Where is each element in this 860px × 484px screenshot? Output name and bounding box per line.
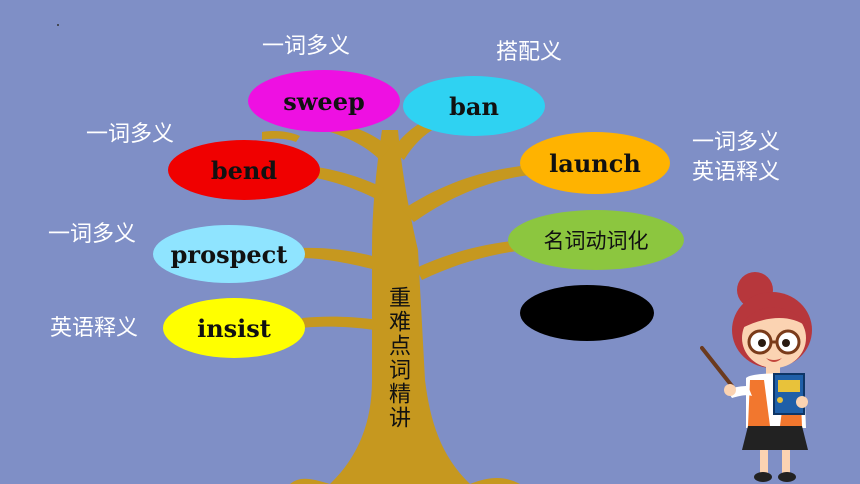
word-oval-prospect[interactable]: prospect bbox=[153, 225, 305, 283]
word-oval-launch[interactable]: launch bbox=[520, 132, 670, 194]
word-label-ban: ban bbox=[449, 91, 499, 121]
word-label-nominalization: 名词动词化 bbox=[543, 229, 649, 253]
word-label-sweep: sweep bbox=[283, 86, 365, 116]
word-label-insist: insist bbox=[197, 313, 271, 343]
word-oval-insist[interactable]: insist bbox=[163, 298, 305, 358]
tag-bend: 一词多义 bbox=[86, 122, 175, 147]
tag-ban: 搭配义 bbox=[496, 40, 563, 65]
word-label-prospect: prospect bbox=[170, 239, 288, 269]
tag-prospect: 一词多义 bbox=[48, 222, 137, 247]
tag-launch: 一词多义 英语释义 bbox=[692, 130, 781, 185]
stray-dot bbox=[57, 24, 59, 26]
word-oval-bend[interactable]: bend bbox=[168, 140, 320, 200]
teacher-cartoon-icon bbox=[700, 272, 812, 482]
word-oval-hidden[interactable] bbox=[520, 285, 654, 341]
word-oval-ban[interactable]: ban bbox=[403, 76, 545, 136]
word-oval-sweep[interactable]: sweep bbox=[248, 70, 400, 132]
word-label-launch: launch bbox=[549, 148, 641, 178]
word-oval-nominalization[interactable]: 名词动词化 bbox=[508, 210, 684, 270]
tag-insist: 英语释义 bbox=[50, 316, 139, 341]
tag-sweep: 一词多义 bbox=[262, 34, 351, 59]
word-label-bend: bend bbox=[210, 155, 278, 185]
trunk-title: 重难点词精讲 bbox=[385, 286, 410, 430]
